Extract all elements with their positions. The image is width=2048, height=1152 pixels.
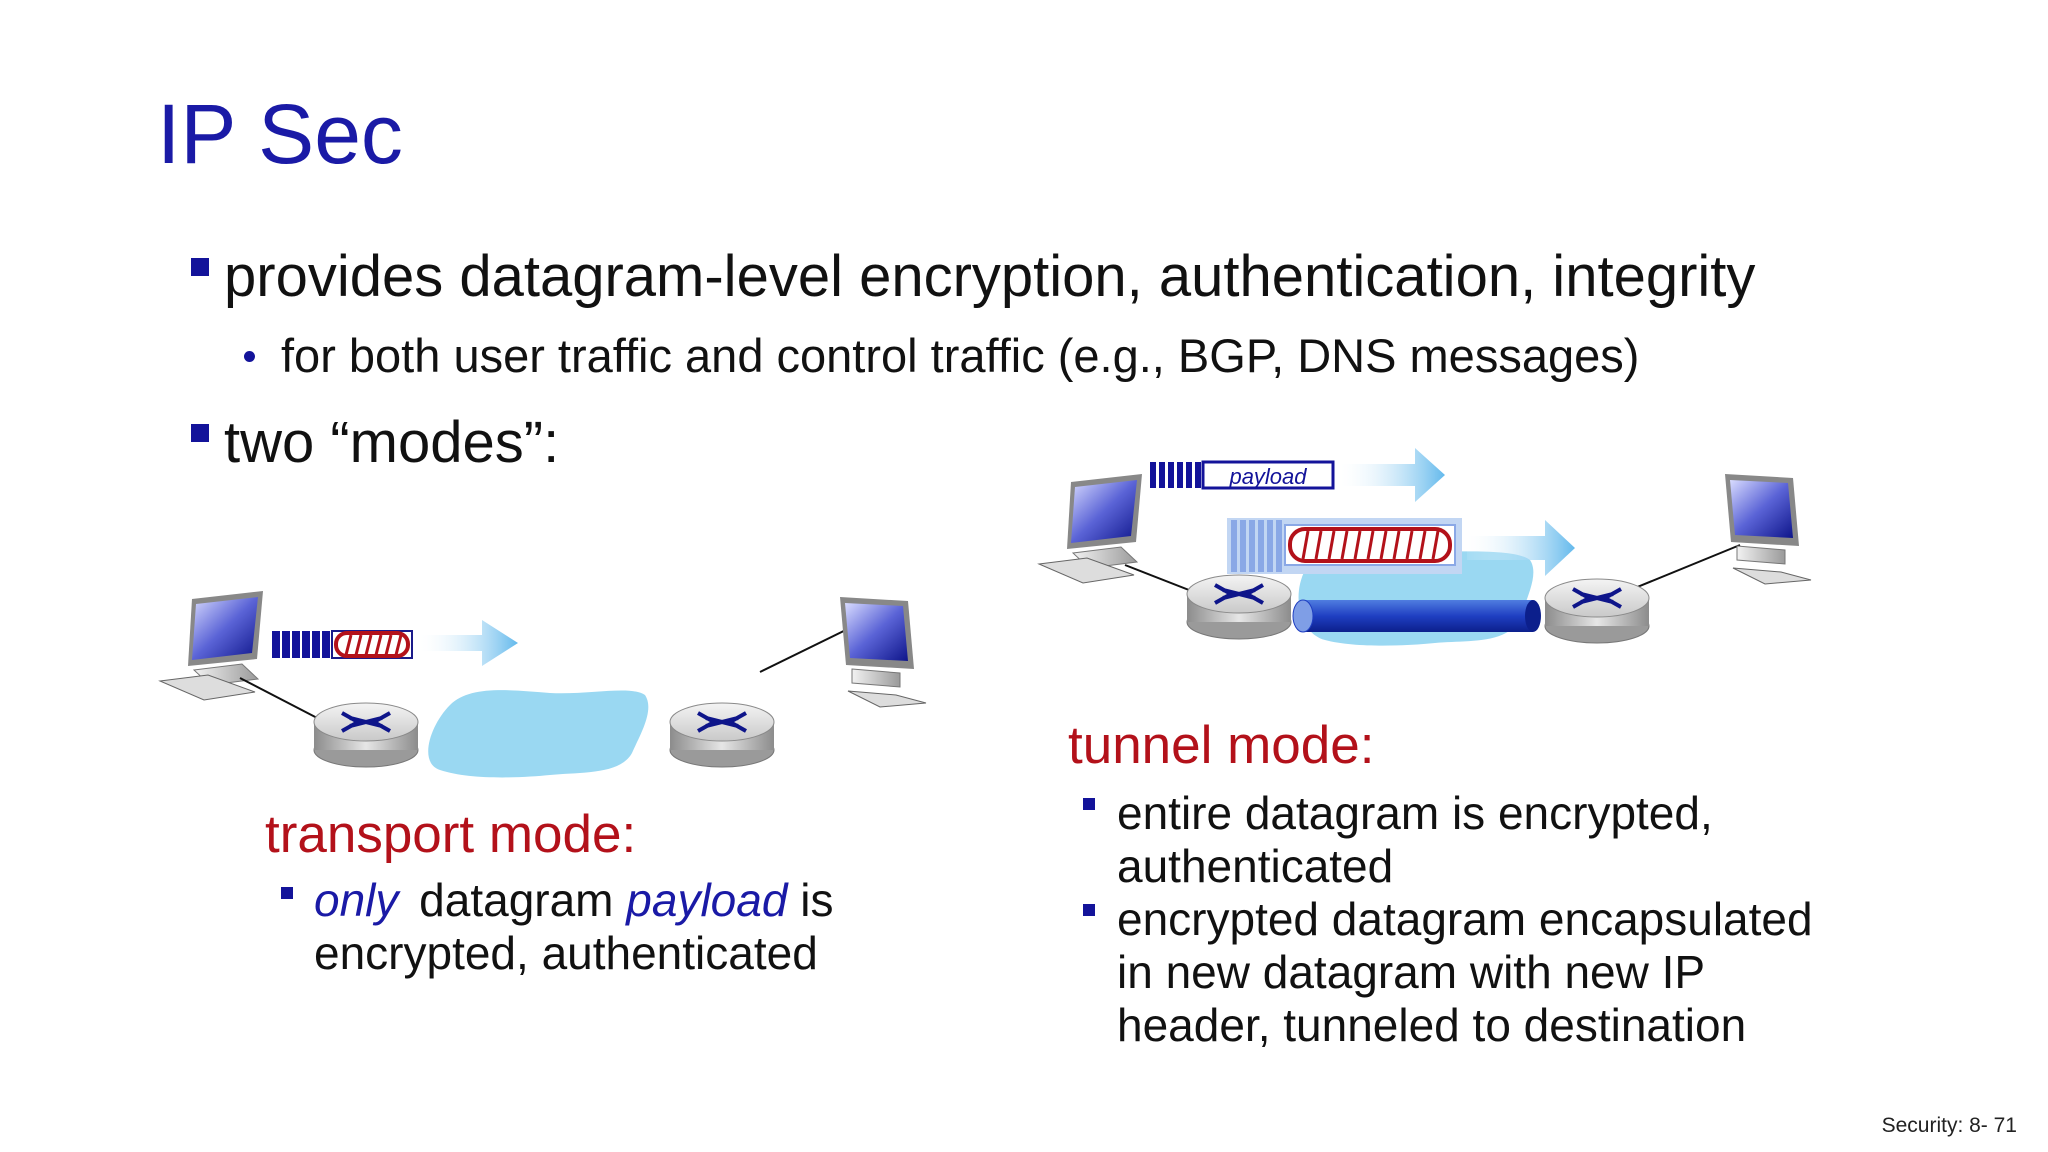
arrow-icon xyxy=(420,620,518,666)
router-icon xyxy=(669,702,775,768)
network-cloud xyxy=(428,690,649,778)
router-icon xyxy=(1186,574,1292,640)
sub-bullet-text: for both user traffic and control traffi… xyxy=(281,329,1640,382)
bullet-text-features: provides datagram-level encryption, auth… xyxy=(224,244,1756,309)
emph-only: only xyxy=(314,874,399,926)
packet-icon: payload xyxy=(1150,460,1335,490)
tunnel-mode-diagram: payload xyxy=(1037,448,1812,646)
computer-icon xyxy=(158,591,263,701)
arrow-icon xyxy=(1340,448,1445,502)
transport-point-line1: only datagram payload is xyxy=(314,874,833,927)
sub-bullet-dot xyxy=(244,351,255,362)
tunnel-point2-line3: header, tunneled to destination xyxy=(1117,999,1747,1051)
bullet-square xyxy=(191,424,209,442)
bullet-square xyxy=(1083,904,1095,916)
router-icon xyxy=(1544,578,1650,644)
packet-icon xyxy=(1227,518,1462,574)
word-datagram: datagram xyxy=(419,874,614,926)
tunnel-point1-line1: entire datagram is encrypted, xyxy=(1117,787,1713,839)
page-title: IP Sec xyxy=(157,87,403,181)
bullet-square xyxy=(191,258,209,276)
tunnel-point2-line2: in new datagram with new IP xyxy=(1117,946,1706,998)
tunnel-point1-line2: authenticated xyxy=(1117,840,1394,892)
bullet-text-modes: two “modes”: xyxy=(224,410,560,475)
computer-icon xyxy=(1725,474,1812,585)
tunnel-mode-heading: tunnel mode: xyxy=(1068,716,1375,775)
bullet-square xyxy=(281,887,293,899)
transport-point-line2: encrypted, authenticated xyxy=(314,927,818,979)
tunnel-point2-line1: encrypted datagram encapsulated xyxy=(1117,893,1813,945)
computer-icon xyxy=(1037,474,1142,584)
emph-payload: payload xyxy=(626,874,788,926)
slide-footer: Security: 8- 71 xyxy=(1881,1114,2017,1137)
transport-mode-heading: transport mode: xyxy=(265,805,637,864)
bullet-square xyxy=(1083,798,1095,810)
tunnel-pipe xyxy=(1292,599,1541,633)
router-icon xyxy=(313,702,419,768)
arrow-icon xyxy=(1467,520,1575,576)
payload-label: payload xyxy=(1228,464,1307,489)
computer-icon xyxy=(840,597,927,708)
word-is: is xyxy=(800,874,834,926)
transport-mode-diagram xyxy=(158,591,927,778)
packet-icon xyxy=(272,630,413,659)
